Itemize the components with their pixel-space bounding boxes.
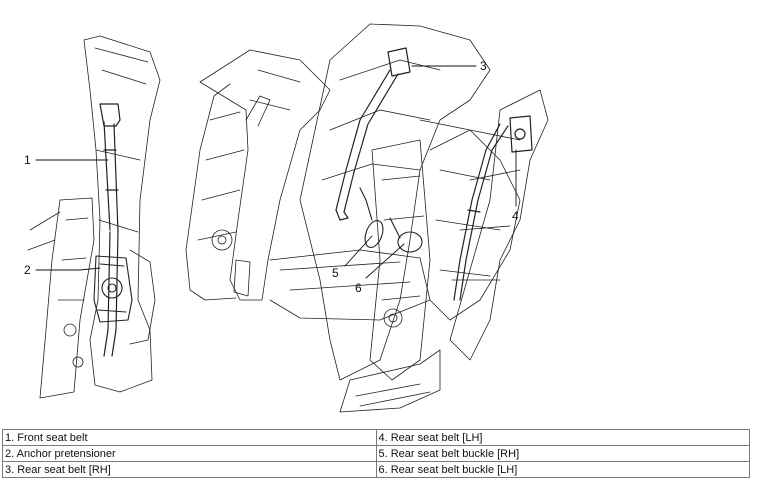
front-pillar-assembly	[27, 35, 161, 399]
legend-item: 3. Rear seat belt [RH]	[2, 461, 377, 478]
buckle-rh	[359, 187, 384, 248]
leader-lines	[35, 65, 517, 279]
legend-item: 5. Rear seat belt buckle [RH]	[375, 445, 750, 462]
rear-seat-belt-lh	[453, 115, 533, 301]
legend-item: 4. Rear seat belt [LH]	[375, 429, 750, 446]
legend-row: 3. Rear seat belt [RH] 6. Rear seat belt…	[2, 461, 750, 478]
callout-1: 1	[24, 153, 31, 167]
rear-body-structure	[299, 23, 521, 413]
anchor-pretensioner	[93, 255, 133, 323]
center-body-structure	[185, 49, 431, 321]
callout-5: 5	[332, 266, 339, 280]
buckle-lh	[389, 217, 423, 253]
legend-row: 2. Anchor pretensioner 5. Rear seat belt…	[2, 445, 750, 462]
seat-belt-diagram	[27, 23, 549, 413]
callout-6: 6	[355, 281, 362, 295]
legend-row: 1. Front seat belt 4. Rear seat belt [LH…	[2, 429, 750, 446]
legend-item: 2. Anchor pretensioner	[2, 445, 377, 462]
legend-table: 1. Front seat belt 4. Rear seat belt [LH…	[2, 429, 750, 478]
callout-4: 4	[512, 209, 519, 223]
callout-3: 3	[480, 59, 487, 73]
callout-2: 2	[24, 263, 31, 277]
legend-item: 6. Rear seat belt buckle [LH]	[375, 461, 750, 478]
rear-seat-belt-rh	[335, 47, 411, 221]
front-seat-belt	[99, 103, 121, 357]
legend-item: 1. Front seat belt	[2, 429, 377, 446]
